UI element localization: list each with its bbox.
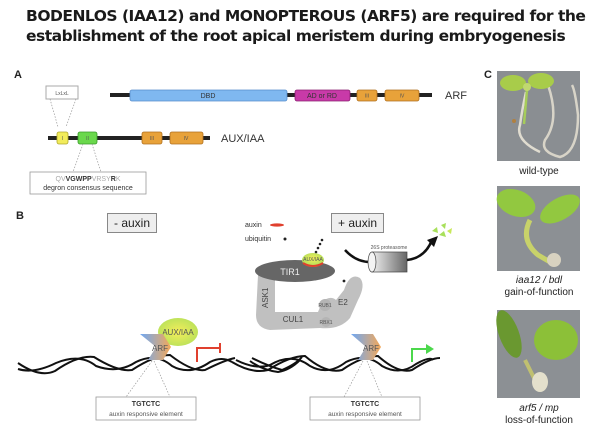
- left-element-label: auxin responsive element: [109, 411, 183, 418]
- degron-label: degron consensus sequence: [43, 185, 133, 192]
- legend-ubiquitin-label: ubiquitin: [245, 236, 271, 243]
- caption-wild-type: wild-type: [484, 166, 594, 178]
- arf-repressed: AUX/IAA ARF: [140, 318, 198, 360]
- lxlxl-box: [45, 85, 79, 100]
- arf-domain-iii: [356, 89, 378, 102]
- proteasome: 26S proteasome: [344, 236, 438, 273]
- ad-rd-domain: [294, 89, 351, 102]
- rub1-label: RUB1: [318, 303, 332, 309]
- photo-arf5-mp: [496, 310, 580, 398]
- caption-iaa12-bdl: iaa12 / bdl gain-of-function: [484, 275, 594, 299]
- auxiaa-bound: [158, 318, 198, 346]
- arf-left-shape: [140, 334, 171, 360]
- degron-sequence: QVVGWPPVRSYRK: [56, 176, 121, 183]
- dbd-label: DBD: [201, 93, 216, 100]
- arf-name: ARF: [445, 90, 467, 102]
- caption-wild-type-line1: wild-type: [519, 166, 559, 177]
- rbx1-label: RBX1: [319, 320, 332, 326]
- photo-iaa12-bdl: [496, 186, 580, 271]
- panel-a-label: A: [14, 69, 22, 81]
- caption-iaa12-line1: iaa12 / bdl: [515, 275, 563, 286]
- right-element-box: [309, 396, 421, 421]
- auxiaa-domain-ii-label: II: [86, 136, 89, 142]
- auxiaa-domain-i-label: I: [62, 136, 63, 142]
- title-line2: establishment of the root apical meriste…: [26, 27, 566, 45]
- caption-arf5-line1: arf5 / mp: [519, 403, 559, 414]
- auxiaa-name: AUX/IAA: [221, 133, 265, 145]
- left-element-seq: TGTCTC: [132, 401, 160, 408]
- proteasome-label: 26S proteasome: [371, 245, 408, 251]
- arf-right-shape: [351, 334, 381, 360]
- legend-auxin-label: auxin: [245, 222, 262, 229]
- tir1-label: TIR1: [280, 267, 300, 277]
- caption-arf5-line2: loss-of-function: [505, 415, 573, 426]
- auxiaa-domain-iv-label: IV: [184, 136, 189, 142]
- auxin-icon: [270, 223, 284, 227]
- panel-c-label: C: [484, 69, 492, 81]
- degraded-fragments-icon: [432, 223, 452, 237]
- arf-protein: DBD AD or RD III IV ARF: [110, 89, 467, 102]
- degron-box: [29, 171, 147, 195]
- auxiaa-domain-i: [56, 131, 69, 145]
- scf-complex: TIR1 ASK1 CUL1 RUB1 E2 RBX1 AUX/IAA: [255, 238, 363, 330]
- auxiaa-protein: I II III IV AUX/IAA: [48, 131, 265, 145]
- right-arf-label: ARF: [363, 344, 379, 353]
- photo-wild-type: [497, 71, 580, 161]
- panel-b-label: B: [16, 210, 24, 222]
- left-auxiaa-label: AUX/IAA: [162, 328, 194, 337]
- arf-active: ARF: [351, 334, 381, 360]
- right-element-label: auxin responsive element: [328, 411, 402, 418]
- caption-iaa12-line2: gain-of-function: [504, 287, 574, 298]
- cul1-label: CUL1: [283, 315, 304, 324]
- auxiaa-tag: [302, 253, 324, 267]
- auxiaa-domain-iii-label: III: [150, 136, 154, 142]
- dna-right: [231, 354, 441, 372]
- left-element-box: [95, 396, 197, 421]
- figure-title: BODENLOS (IAA12) and MONOPTEROUS (ARF5) …: [26, 6, 586, 46]
- auxiaa-domain-ii: [77, 131, 98, 145]
- e2-label: E2: [338, 298, 348, 307]
- ask1-label: ASK1: [261, 287, 270, 308]
- arf-domain-iii-label: III: [365, 94, 369, 100]
- right-element-seq: TGTCTC: [351, 401, 379, 408]
- arf-domain-iv: [384, 89, 420, 102]
- repression-icon: [196, 347, 220, 362]
- minus-auxin-label: - auxin: [107, 213, 158, 233]
- auxiaa-tag-label: AUX/IAA: [303, 257, 323, 263]
- left-arf-label: ARF: [152, 344, 168, 353]
- title-line1: BODENLOS (IAA12) and MONOPTEROUS (ARF5) …: [26, 7, 586, 25]
- ubiquitin-icon: [283, 237, 287, 241]
- dbd-domain: [129, 89, 288, 102]
- arf-domain-iv-label: IV: [400, 94, 405, 100]
- caption-arf5-mp: arf5 / mp loss-of-function: [484, 403, 594, 427]
- ad-rd-label: AD or RD: [307, 93, 337, 100]
- auxiaa-domain-iii: [141, 131, 163, 145]
- plus-auxin-label: + auxin: [331, 213, 385, 233]
- auxiaa-domain-iv: [169, 131, 204, 145]
- lxlxl-motif: LxLxL: [55, 91, 69, 97]
- activation-arrow-icon: [411, 348, 428, 362]
